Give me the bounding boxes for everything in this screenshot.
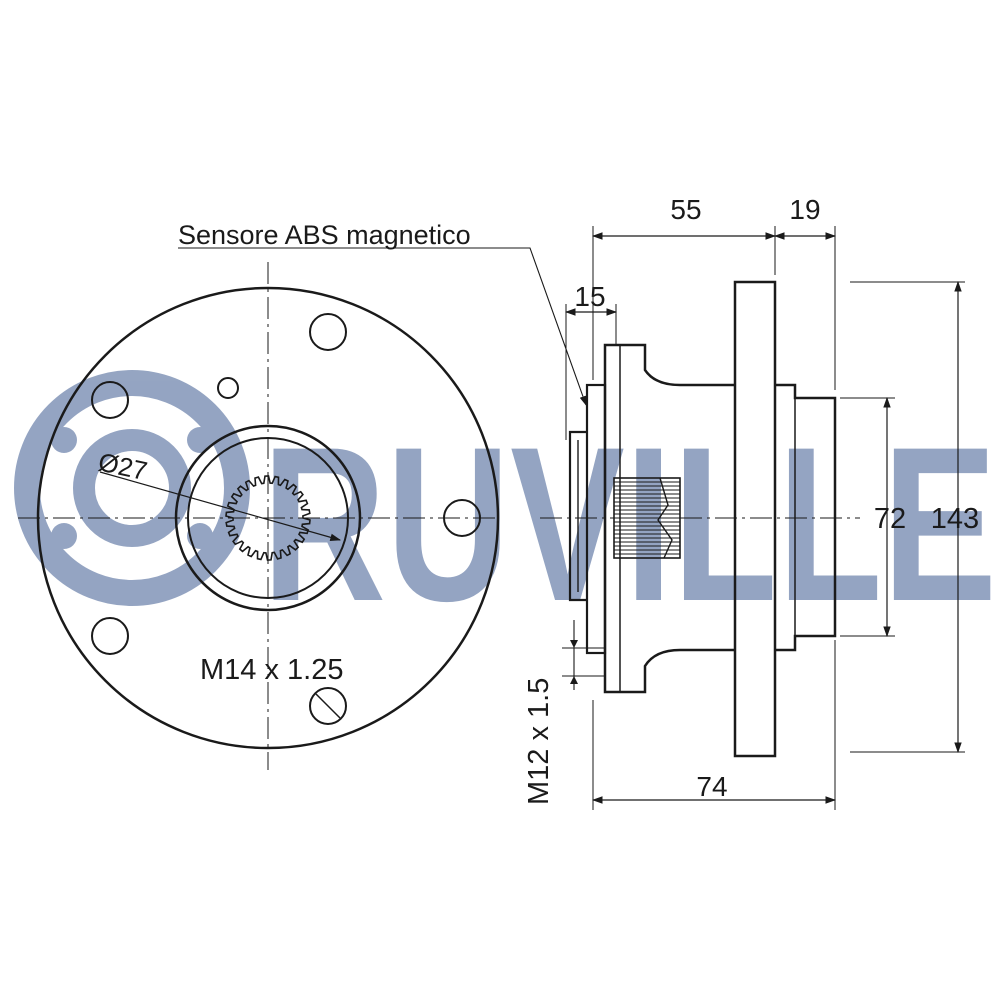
thread-arrow-bottom	[570, 676, 578, 684]
abs-ring	[585, 383, 607, 655]
ruville-watermark: RUVILLE	[14, 370, 997, 647]
thread-arrow-top	[570, 640, 578, 648]
bore-diameter-leader	[99, 471, 342, 541]
bolt-hole-left-upper	[91, 381, 129, 419]
dim-15-label: 15	[574, 281, 605, 312]
watermark-text: RUVILLE	[262, 401, 997, 647]
dim-19-label: 19	[789, 194, 820, 225]
abs-sensor-leader	[178, 247, 587, 406]
bolt-hole-bottom	[309, 687, 347, 725]
spline-bore	[225, 475, 311, 561]
hub-front-view	[18, 262, 500, 770]
side-thread-label: M12 x 1.5	[523, 678, 555, 805]
bolt-hole-bottom-mark	[315, 693, 341, 719]
bearing-seal	[568, 430, 587, 602]
bolt-hole-left-lower	[91, 617, 129, 655]
spline-shaft-break-line	[657, 477, 673, 559]
bolt-hole-top	[309, 313, 347, 351]
dim-55-label: 55	[670, 194, 701, 225]
bolt-hole-right	[443, 499, 481, 537]
spline-shaft	[613, 477, 681, 559]
flange-outline	[36, 286, 500, 750]
pilot-spigot	[775, 383, 837, 652]
hub-outer-ring	[174, 424, 362, 612]
pin-hole	[217, 377, 239, 399]
dim-143-label: 143	[931, 503, 979, 535]
hub-inner-ring	[187, 437, 349, 599]
dimensions	[178, 226, 965, 810]
abs-sensor-label: Sensore ABS magnetico	[178, 220, 471, 250]
wheel-flange	[733, 280, 777, 758]
bore-diameter-label: Ø27	[96, 447, 150, 487]
dim-74-label: 74	[696, 771, 727, 802]
dim-72-label: 72	[874, 503, 906, 535]
ruville-logo-icon	[14, 370, 250, 606]
front-thread-label: M14 x 1.25	[200, 654, 343, 686]
